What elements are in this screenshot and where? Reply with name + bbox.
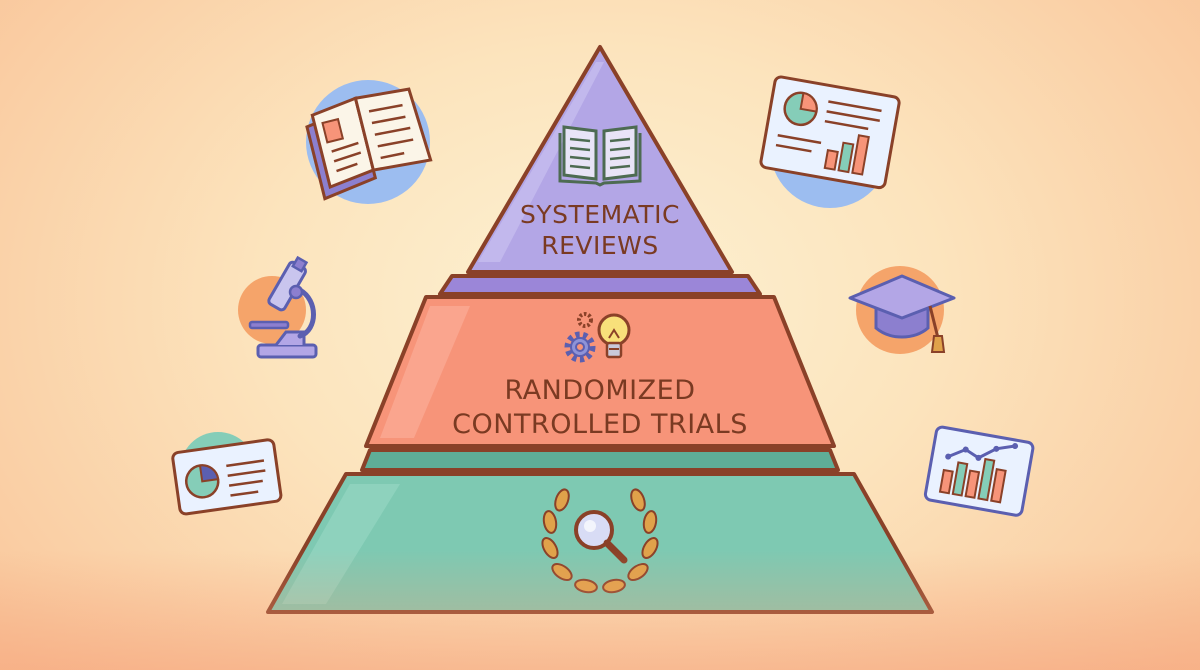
tier-middle-top-face (438, 274, 762, 296)
tier-bottom-top-face (360, 448, 840, 472)
right-decorations (759, 75, 1035, 517)
tier-middle-highlight (380, 306, 470, 438)
tier-middle-label-line1: RANDOMIZED (505, 375, 696, 406)
tier-bottom-highlight (282, 484, 400, 604)
lightbulb-icon (597, 313, 631, 359)
left-decorations (171, 80, 433, 516)
open-book-icon (305, 80, 433, 204)
microscope-icon (238, 255, 318, 359)
pie-chart-card-icon (171, 432, 283, 516)
pyramid: RANDOMIZED CONTROLLED TRIALS (266, 45, 934, 614)
tier-middle: RANDOMIZED CONTROLLED TRIALS (364, 274, 836, 448)
tier-top-shape (466, 45, 734, 274)
gear-icon (564, 312, 596, 363)
tier-middle-shape (364, 295, 836, 448)
tier-top-label-line2: REVIEWS (541, 231, 659, 260)
graduation-cap-icon (848, 266, 956, 354)
tier-bottom (266, 448, 934, 614)
tier-top-label-line1: SYSTEMATIC (520, 200, 680, 229)
pie-bar-report-icon (759, 75, 901, 208)
gear-lightbulb-icon (564, 312, 631, 363)
line-bar-chart-card-icon (923, 425, 1035, 517)
tier-top: SYSTEMATIC REVIEWS (466, 45, 734, 274)
tier-top-highlight (478, 62, 604, 262)
open-book-icon (558, 125, 642, 187)
tier-middle-label-line2: CONTROLLED TRIALS (452, 409, 748, 440)
magnifier-laurel-icon (541, 488, 659, 594)
